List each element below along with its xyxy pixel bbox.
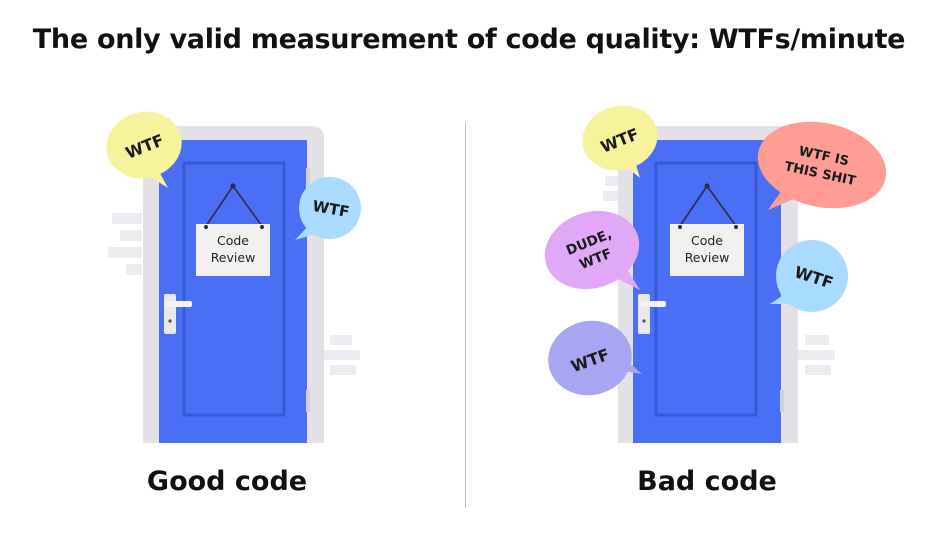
- door-panel: [182, 161, 286, 417]
- sign-text-line2: Review: [685, 250, 730, 265]
- brick-wall-right: [603, 176, 835, 375]
- door-panel: [654, 161, 758, 417]
- door-hinge: [306, 168, 310, 190]
- door-hinge: [780, 390, 784, 412]
- speech-bubble-blue: WTF: [295, 177, 361, 240]
- speech-bubble-violet: WTF: [548, 320, 642, 396]
- sign-text-line1: Code: [217, 233, 249, 248]
- door-hinge: [306, 390, 310, 412]
- speech-bubble-pink: WTF IS THIS SHIT: [757, 121, 887, 210]
- door-handle[interactable]: [164, 294, 192, 334]
- speech-bubble-purple: DUDE, WTF: [544, 210, 640, 290]
- bad-code-caption: Bad code: [637, 466, 777, 497]
- speech-bubble-yellow: WTF: [106, 111, 182, 188]
- code-review-sign: Code Review: [670, 183, 744, 276]
- page-title: The only valid measurement of code quali…: [32, 24, 906, 55]
- sign-text-line2: Review: [211, 250, 256, 265]
- code-review-sign: Code Review: [196, 183, 270, 276]
- speech-bubble-yellow: WTF: [582, 105, 658, 178]
- brick-wall-left: [108, 213, 360, 375]
- good-code-caption: Good code: [146, 466, 308, 497]
- panel-divider: [465, 122, 466, 508]
- bad-code-door-illustration: Code Review WTF WTF IS THIS SHIT DUDE, W…: [544, 105, 887, 443]
- door-handle[interactable]: [638, 294, 666, 334]
- speech-bubble-blue: WTF: [770, 240, 848, 312]
- good-code-door-illustration: Code Review WTF WTF: [106, 111, 361, 443]
- sign-text-line1: Code: [691, 233, 723, 248]
